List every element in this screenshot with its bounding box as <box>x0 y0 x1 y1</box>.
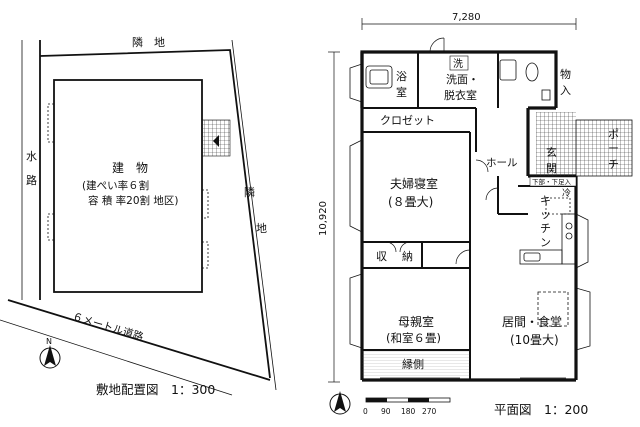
veranda-hatch <box>362 350 470 378</box>
porch-label-2: ー <box>608 142 619 155</box>
storage-label-2: 入 <box>560 84 571 97</box>
kitchen-fixtures <box>519 197 577 327</box>
road-label: ６メートル道路 <box>71 310 146 344</box>
neighbor-right-label-1: 隣 <box>244 185 255 199</box>
kitchen-label-3: チ <box>540 222 551 235</box>
floor-plan-caption: 平面図 1：200 <box>494 402 588 417</box>
site-plan: 隣 地 隣 地 水 路 建 物 (建ぺい率６割 容 積 率20割 地区) ６メー… <box>0 35 277 397</box>
site-plan-caption: 敷地配置図 1：300 <box>96 382 215 397</box>
building-label: 建 物 <box>112 161 148 175</box>
washroom-label-1: 洗 <box>453 58 463 70</box>
scale-tick-0: 0 <box>363 407 368 416</box>
site-boundary <box>0 39 277 396</box>
living-size: (10畳大) <box>510 333 559 347</box>
site-north-letter: N <box>46 337 52 346</box>
scale-tick-90: 90 <box>381 407 391 416</box>
entrance-label-2: 関 <box>546 162 557 175</box>
veranda-label: 縁側 <box>402 357 424 371</box>
kitchen-label-2: ッ <box>540 208 551 221</box>
living-label: 居間・食堂 <box>502 314 562 329</box>
fridge-label: 冷 <box>562 187 571 199</box>
site-north-arrow: N <box>39 337 61 369</box>
width-dimension: 7,280 <box>452 12 481 23</box>
washroom-label-2: 洗面・ <box>446 73 479 86</box>
windows <box>349 63 591 379</box>
dimension-width <box>361 18 577 30</box>
scale-tick-270: 270 <box>422 407 437 416</box>
storage-nou-label: 納 <box>402 250 413 263</box>
porch-label-3: チ <box>608 158 619 171</box>
closet-label: クロゼット <box>380 114 435 127</box>
kitchen-label-1: キ <box>540 194 551 207</box>
building-notches <box>47 103 209 269</box>
bath-label-1: 浴 <box>396 70 407 83</box>
dimension-depth <box>328 51 340 383</box>
porch-label-1: ポ <box>608 128 619 141</box>
floor-area-ratio-label: 容 積 率20割 地区) <box>88 194 178 207</box>
hall-label: ホール <box>486 157 518 169</box>
scale-bar: 0 90 180 270 <box>363 397 451 416</box>
entrance-label-1: 玄 <box>546 145 557 159</box>
mother-room-size: (和室６畳) <box>386 331 441 345</box>
master-bedroom-size: (８畳大) <box>388 195 433 209</box>
bath-label-2: 室 <box>396 85 407 99</box>
waterway-label-1: 水 <box>26 150 37 163</box>
plan-north-arrow <box>329 391 351 415</box>
neighbor-top-label: 隣 地 <box>132 35 165 49</box>
entrance-arrow <box>213 135 219 147</box>
scale-tick-180: 180 <box>401 407 416 416</box>
kitchen-label-4: ン <box>540 236 551 249</box>
storage-shu-label: 収 <box>376 250 387 263</box>
bathroom-fixtures <box>365 59 551 101</box>
neighbor-right-label-2: 地 <box>256 222 267 235</box>
building-coverage-label: (建ぺい率６割 <box>82 179 149 192</box>
building-footprint <box>53 79 203 293</box>
depth-dimension: 10,920 <box>318 201 329 236</box>
waterway-label-2: 路 <box>26 174 37 187</box>
mother-room-label: 母親室 <box>398 314 434 329</box>
storage-label-1: 物 <box>560 67 571 81</box>
master-bedroom-label: 夫婦寝室 <box>390 176 438 191</box>
porch-grid <box>575 119 633 177</box>
floor-plan: 7,280 10,920 <box>318 12 633 417</box>
shoe-cabinet-note: 下部・下足入 <box>532 177 572 186</box>
entrance-grid <box>536 112 576 176</box>
washroom-label-3: 脱衣室 <box>444 88 477 102</box>
doors <box>385 37 499 265</box>
